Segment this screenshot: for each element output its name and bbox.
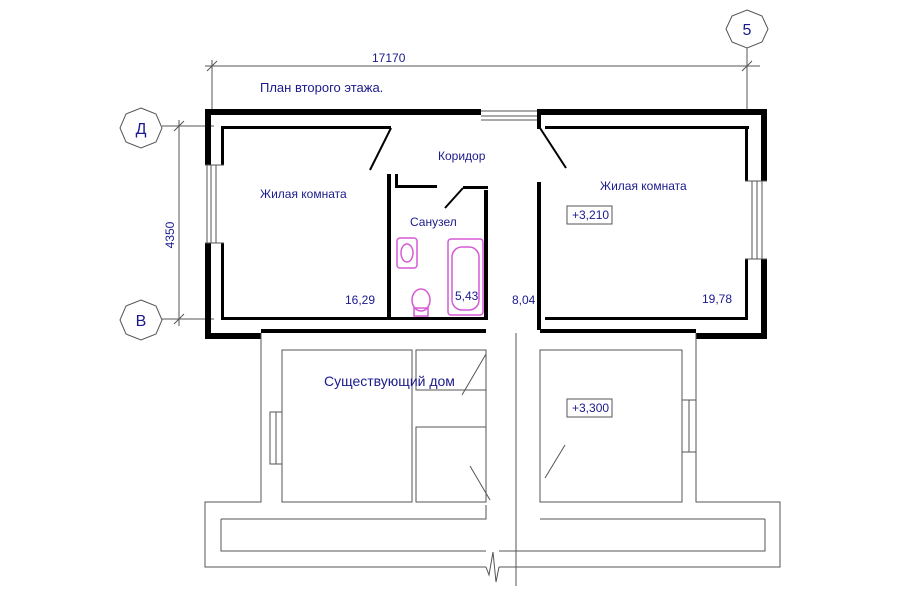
room-name-living-right: Жилая комната — [600, 179, 687, 193]
bathtub-icon — [447, 238, 484, 316]
room-name-corridor: Коридор — [438, 149, 486, 163]
sink-icon — [396, 237, 418, 269]
existing-house-doors — [461, 353, 566, 501]
axis-5-marker — [725, 9, 769, 115]
right-window — [745, 180, 767, 260]
level-second-floor: +3,210 — [572, 208, 609, 222]
axis-d-label: Д — [136, 121, 147, 138]
doors — [369, 127, 567, 209]
axis-v-marker — [119, 299, 214, 341]
toilet-icon — [411, 288, 431, 312]
room-name-bathroom: Санузел — [410, 215, 457, 229]
room-name-living-left: Жилая комната — [260, 187, 347, 201]
room-area-living-right: 19,78 — [702, 292, 732, 306]
room-area-living-left: 16,29 — [345, 293, 375, 307]
top-opening — [481, 110, 537, 121]
axis-v-label: В — [136, 313, 147, 330]
left-window — [205, 164, 224, 244]
level-box-existing — [566, 398, 613, 418]
level-existing: +3,300 — [572, 401, 609, 415]
room-area-corridor: 8,04 — [512, 293, 536, 307]
bathroom-fixtures — [396, 237, 484, 317]
overall-dimension — [205, 60, 760, 110]
axis-5-label: 5 — [743, 22, 752, 39]
existing-house-walls — [204, 333, 781, 586]
second-floor-walls — [205, 109, 767, 339]
height-dimension-label: 4350 — [163, 221, 177, 248]
existing-house-label: Существующий дом — [324, 373, 455, 389]
level-box-second-floor — [566, 205, 613, 225]
room-area-bathroom: 5,43 — [455, 289, 479, 303]
plan-title: План второго этажа. — [260, 80, 383, 95]
overall-length-label: 17170 — [372, 51, 406, 65]
axis-d-marker — [119, 107, 214, 149]
